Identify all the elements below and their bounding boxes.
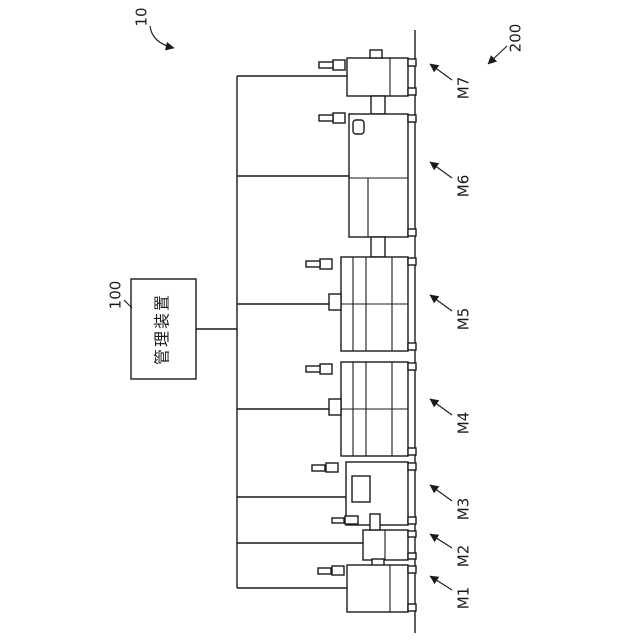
machine-m5-nozzle-tip bbox=[305, 260, 321, 268]
machine-m1 bbox=[317, 564, 417, 613]
machine-m4 bbox=[305, 361, 417, 457]
machine-m6-nozzle-tip bbox=[318, 114, 334, 122]
machine-m2 bbox=[331, 513, 417, 561]
machine-m7 bbox=[318, 49, 417, 97]
machine-m2-nozzle-tip bbox=[331, 517, 345, 524]
machine-m5 bbox=[305, 256, 417, 352]
machine-m1-nozzle-base bbox=[331, 565, 345, 576]
machine-m3-caster-bottom bbox=[407, 516, 417, 525]
conveyor-link-m7-m6 bbox=[370, 95, 386, 115]
machine-m7-body bbox=[346, 57, 409, 97]
machine-m6 bbox=[318, 112, 417, 238]
machine-m4-nozzle-base bbox=[319, 363, 333, 375]
ref-100-label: 100 bbox=[107, 281, 125, 310]
lead-arrow-m7 bbox=[429, 63, 453, 81]
conveyor-link-m6-m5 bbox=[370, 236, 386, 258]
lead-arrow-m2 bbox=[429, 533, 453, 549]
machine-m5-caster-bottom bbox=[407, 342, 417, 351]
machine-m5-side-unit bbox=[328, 293, 342, 311]
machine-m1-body bbox=[346, 564, 409, 613]
machine-m5-caster-top bbox=[407, 257, 417, 266]
machine-m7-sensor bbox=[369, 49, 383, 59]
machine-label-m7: M7 bbox=[455, 77, 473, 100]
machine-m2-caster-bottom bbox=[407, 552, 417, 560]
machine-m2-nozzle-base bbox=[344, 515, 359, 525]
machine-m6-caster-bottom bbox=[407, 228, 417, 237]
machine-m3 bbox=[311, 461, 417, 526]
machine-m1-nozzle-tip bbox=[317, 567, 332, 575]
machine-m6-nozzle-base bbox=[332, 112, 346, 124]
machine-m3-hatch bbox=[351, 475, 371, 503]
machine-m7-caster-bottom bbox=[407, 87, 417, 96]
network-bus bbox=[196, 75, 363, 589]
machine-m3-nozzle-base bbox=[325, 462, 339, 473]
lead-arrow-m4 bbox=[429, 398, 453, 416]
machine-m2-mast bbox=[369, 513, 381, 531]
machine-label-m6: M6 bbox=[455, 175, 473, 198]
machine-m1-caster-bottom bbox=[407, 603, 417, 612]
machine-m1-caster-top bbox=[407, 565, 417, 574]
machine-m6-window bbox=[352, 119, 365, 135]
machine-m6-caster-top bbox=[407, 114, 417, 123]
lead-arrow-m6 bbox=[429, 161, 453, 179]
machine-label-m4: M4 bbox=[455, 412, 473, 435]
machine-m7-nozzle-tip bbox=[318, 61, 334, 69]
machine-m7-nozzle-base bbox=[332, 59, 346, 71]
machine-label-m1: M1 bbox=[455, 587, 473, 610]
management-device-name: 管理装置 bbox=[153, 293, 172, 365]
machine-m4-caster-bottom bbox=[407, 447, 417, 456]
machine-label-m3: M3 bbox=[455, 498, 473, 521]
lead-arrow-m3 bbox=[429, 484, 453, 502]
machine-m5-nozzle-base bbox=[319, 258, 333, 270]
machine-m4-side-unit bbox=[328, 398, 342, 416]
machine-m7-caster-top bbox=[407, 58, 417, 67]
machine-m3-caster-top bbox=[407, 462, 417, 471]
machine-m2-caster-top bbox=[407, 530, 417, 538]
machine-label-m5: M5 bbox=[455, 308, 473, 331]
figure-number-label: 10 bbox=[133, 7, 151, 26]
lead-arrow-m1 bbox=[429, 575, 453, 591]
figure-number-lead-arrow bbox=[149, 25, 175, 51]
line-200-label: 200 bbox=[507, 24, 525, 53]
line-200-lead-arrow bbox=[487, 45, 508, 65]
machine-label-m2: M2 bbox=[455, 545, 473, 568]
machine-m4-caster-top bbox=[407, 362, 417, 371]
lead-arrow-m5 bbox=[429, 294, 453, 312]
machine-m4-nozzle-tip bbox=[305, 365, 321, 373]
ref-100-lead-line bbox=[123, 299, 133, 309]
machine-m3-nozzle-tip bbox=[311, 464, 326, 472]
